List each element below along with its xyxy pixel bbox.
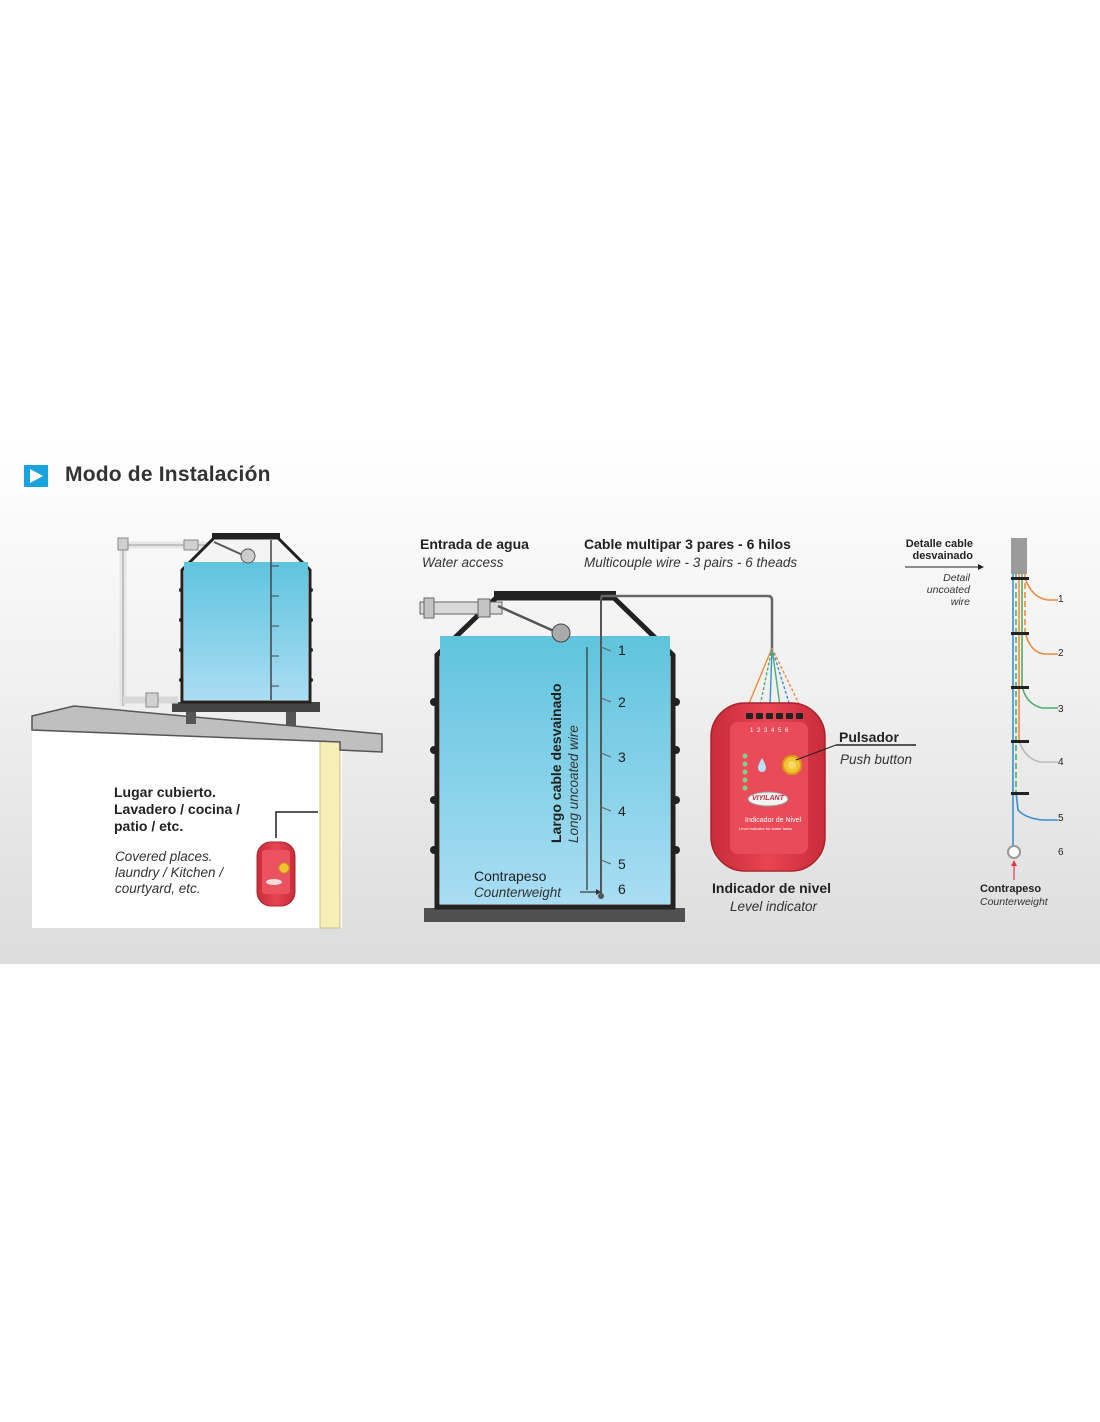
covered-place-line: laundry / Kitchen / [115, 865, 224, 880]
wire-number: 6 [1058, 847, 1064, 858]
detail-line: uncoated [926, 584, 970, 596]
water-access-label: Entrada de agua [420, 536, 529, 552]
wire-number: 3 [1058, 704, 1064, 715]
level-number: 5 [618, 856, 626, 872]
long-cable-label-en: Long uncoated wire [566, 725, 581, 843]
covered-place-label-es: Lugar cubierto. Lavadero / cocina / pati… [114, 784, 240, 835]
covered-place-line: Lavadero / cocina / [114, 801, 241, 817]
device-led-numbers: 1 2 3 4 5 6 [750, 728, 790, 734]
detail-line: Detail [943, 572, 970, 584]
tank-scene [419, 591, 801, 922]
detail-label-es: Detalle cable desvainado [903, 538, 973, 562]
detail-line: Detalle cable [905, 538, 973, 550]
detail-label-en: Detail uncoated wire [900, 572, 970, 608]
level-indicator-device [710, 702, 916, 872]
level-indicator-label-en: Level indicator [730, 899, 818, 914]
wire-number: 1 [1058, 594, 1064, 605]
level-number: 1 [618, 642, 626, 658]
water-access-label-en: Water access [422, 555, 504, 570]
pushbutton-label-en: Push button [840, 752, 913, 767]
wire-number: 4 [1058, 757, 1064, 768]
level-number: 4 [618, 803, 626, 819]
counterweight-label-en: Counterweight [474, 885, 562, 900]
pushbutton-label: Pulsador [839, 729, 899, 745]
wire-number: 2 [1058, 648, 1064, 659]
device-brand: VIYILANT [752, 795, 784, 802]
covered-place-line: Lugar cubierto. [114, 784, 216, 800]
detail-counterweight-label-en: Counterweight [980, 896, 1048, 908]
wire-number: 5 [1058, 813, 1064, 824]
wire-detail [905, 538, 1058, 880]
cable-label: Cable multipar 3 pares - 6 hilos [584, 536, 791, 552]
device-subtitle: Level indicator for water tanks [739, 826, 793, 831]
long-cable-label: Largo cable desvainado [548, 683, 564, 844]
covered-place-label-en: Covered places. laundry / Kitchen / cour… [115, 849, 223, 897]
device-name: Indicador de Nivel [745, 817, 802, 824]
covered-place-line: patio / etc. [114, 818, 184, 834]
detail-counterweight-label: Contrapeso [980, 883, 1042, 895]
cable-label-en: Multicouple wire - 3 pairs - 6 theads [584, 555, 798, 570]
covered-place-line: Covered places. [115, 849, 213, 864]
covered-place-line: courtyard, etc. [115, 881, 201, 896]
level-indicator-label: Indicador de nivel [712, 880, 832, 896]
level-number: 3 [618, 749, 626, 765]
level-number: 2 [618, 694, 626, 710]
play-icon [24, 465, 48, 487]
level-number: 6 [618, 881, 626, 897]
house-scene [31, 533, 383, 929]
page-title: Modo de Instalación [65, 463, 271, 486]
detail-line: desvainado [912, 550, 973, 562]
counterweight-label: Contrapeso [474, 868, 547, 884]
detail-line: wire [950, 596, 970, 608]
